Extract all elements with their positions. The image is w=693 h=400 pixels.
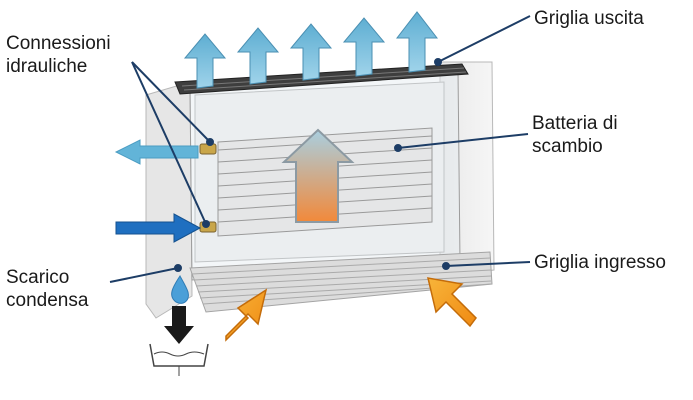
inlet-grille xyxy=(189,251,493,313)
label-batteria-line2: scambio xyxy=(532,136,603,157)
outlet-arrow-4 xyxy=(342,17,386,77)
label-scarico-line2: condensa xyxy=(6,290,89,311)
leader-griglia-ingresso xyxy=(445,261,531,267)
supply-water-arrow xyxy=(115,213,202,243)
leader-scarico xyxy=(109,267,179,283)
inlet-arrow-left xyxy=(225,288,268,342)
water-drop-icon xyxy=(171,275,189,304)
label-batteria-line1: Batteria di xyxy=(532,113,618,134)
label-scarico-line1: Scarico xyxy=(6,267,70,288)
collector-water xyxy=(153,351,205,357)
collector-bucket-icon xyxy=(149,343,209,367)
label-connessioni-line1: Connessioni xyxy=(6,33,111,54)
return-water-arrow xyxy=(114,139,199,165)
leader-lines xyxy=(109,15,531,283)
outlet-arrow-1 xyxy=(183,33,227,89)
leader-connessioni-top xyxy=(131,61,211,143)
leader-batteria xyxy=(397,133,529,149)
outlet-arrow-5 xyxy=(395,11,439,73)
outlet-air-arrows xyxy=(183,11,439,89)
heat-exchange-arrow xyxy=(281,128,355,223)
label-connessioni-idrauliche: Connessioni idrauliche xyxy=(6,32,111,78)
outlet-arrow-3 xyxy=(289,23,333,81)
inlet-arrow-right xyxy=(427,277,477,328)
outlet-arrow-2 xyxy=(236,27,280,85)
leader-griglia-uscita xyxy=(437,15,531,63)
drain-down-arrow xyxy=(164,306,194,344)
leader-connessioni-bottom xyxy=(131,61,207,225)
label-connessioni-line2: idrauliche xyxy=(6,56,88,77)
condensate-drain xyxy=(149,275,209,376)
label-scarico-condensa: Scarico condensa xyxy=(6,266,88,312)
label-griglia-ingresso: Griglia ingresso xyxy=(534,252,666,273)
label-griglia-uscita: Griglia uscita xyxy=(534,8,644,29)
label-batteria-di-scambio: Batteria di scambio xyxy=(532,112,618,158)
